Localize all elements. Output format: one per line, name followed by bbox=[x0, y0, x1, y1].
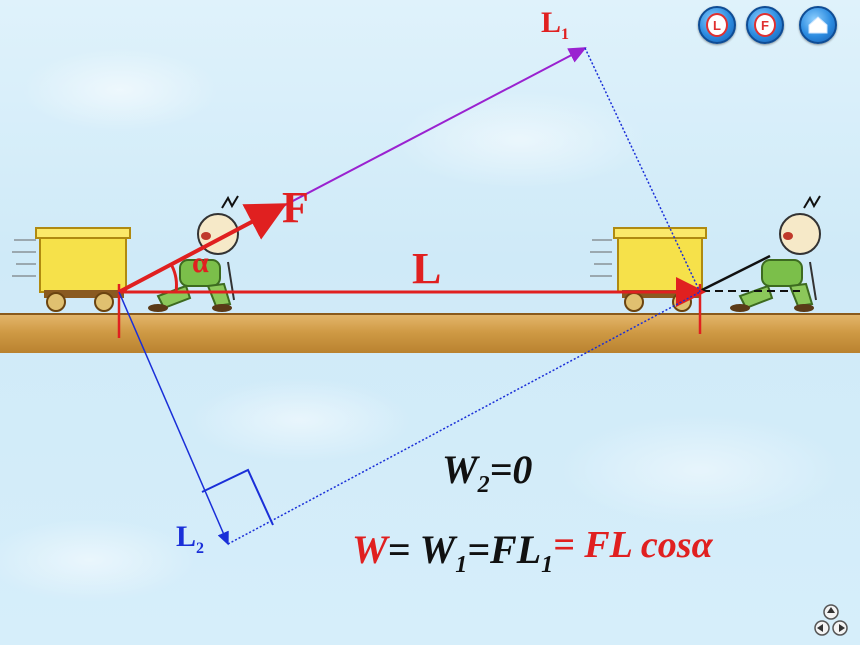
formula-w2-w: W bbox=[442, 447, 478, 492]
label-l1: L1 bbox=[541, 6, 569, 44]
formula-eq3: = FL cos bbox=[553, 524, 692, 566]
label-l: L bbox=[412, 244, 442, 293]
formula-w2: W2=0 bbox=[442, 446, 532, 499]
label-l1-sub: 1 bbox=[561, 26, 570, 43]
formula-eq2: =FL bbox=[467, 527, 542, 572]
nav-button-l-label: L bbox=[706, 13, 728, 37]
nav-button-f-label: F bbox=[754, 13, 776, 37]
left-cart bbox=[12, 227, 131, 312]
nav-button-f[interactable]: F bbox=[746, 6, 784, 44]
nav-button-l[interactable]: L bbox=[698, 6, 736, 44]
formula-w2-rest: =0 bbox=[489, 447, 533, 492]
formula-sub1: 1 bbox=[455, 552, 468, 578]
right-boy bbox=[699, 195, 821, 312]
projection-l2-dotted bbox=[227, 291, 701, 545]
formula-alpha: α bbox=[691, 524, 713, 566]
left-boy bbox=[148, 195, 239, 312]
label-l2: L2 bbox=[176, 520, 204, 558]
label-alpha: α bbox=[192, 246, 209, 279]
formula-sub2: 1 bbox=[541, 552, 554, 578]
formula-w-red: W bbox=[352, 527, 388, 572]
formula-w2-sub: 2 bbox=[477, 472, 490, 498]
home-icon bbox=[808, 16, 828, 34]
ground-strip bbox=[0, 313, 860, 353]
formula-eq1: = W bbox=[387, 527, 456, 572]
home-button[interactable] bbox=[799, 6, 837, 44]
force-arrow bbox=[118, 203, 288, 294]
nav-arrows-icon[interactable] bbox=[813, 603, 849, 639]
label-l1-main: L bbox=[541, 6, 562, 39]
label-f: F bbox=[282, 183, 309, 232]
l2-component-arrow bbox=[118, 291, 229, 546]
right-angle-marker bbox=[201, 468, 274, 526]
projection-l1-dotted bbox=[584, 47, 701, 293]
label-l2-main: L bbox=[176, 520, 197, 553]
angle-arc bbox=[170, 265, 178, 293]
label-l2-sub: 2 bbox=[196, 540, 205, 557]
formula-work: W= W1=FL1= FL cosα bbox=[352, 523, 713, 579]
